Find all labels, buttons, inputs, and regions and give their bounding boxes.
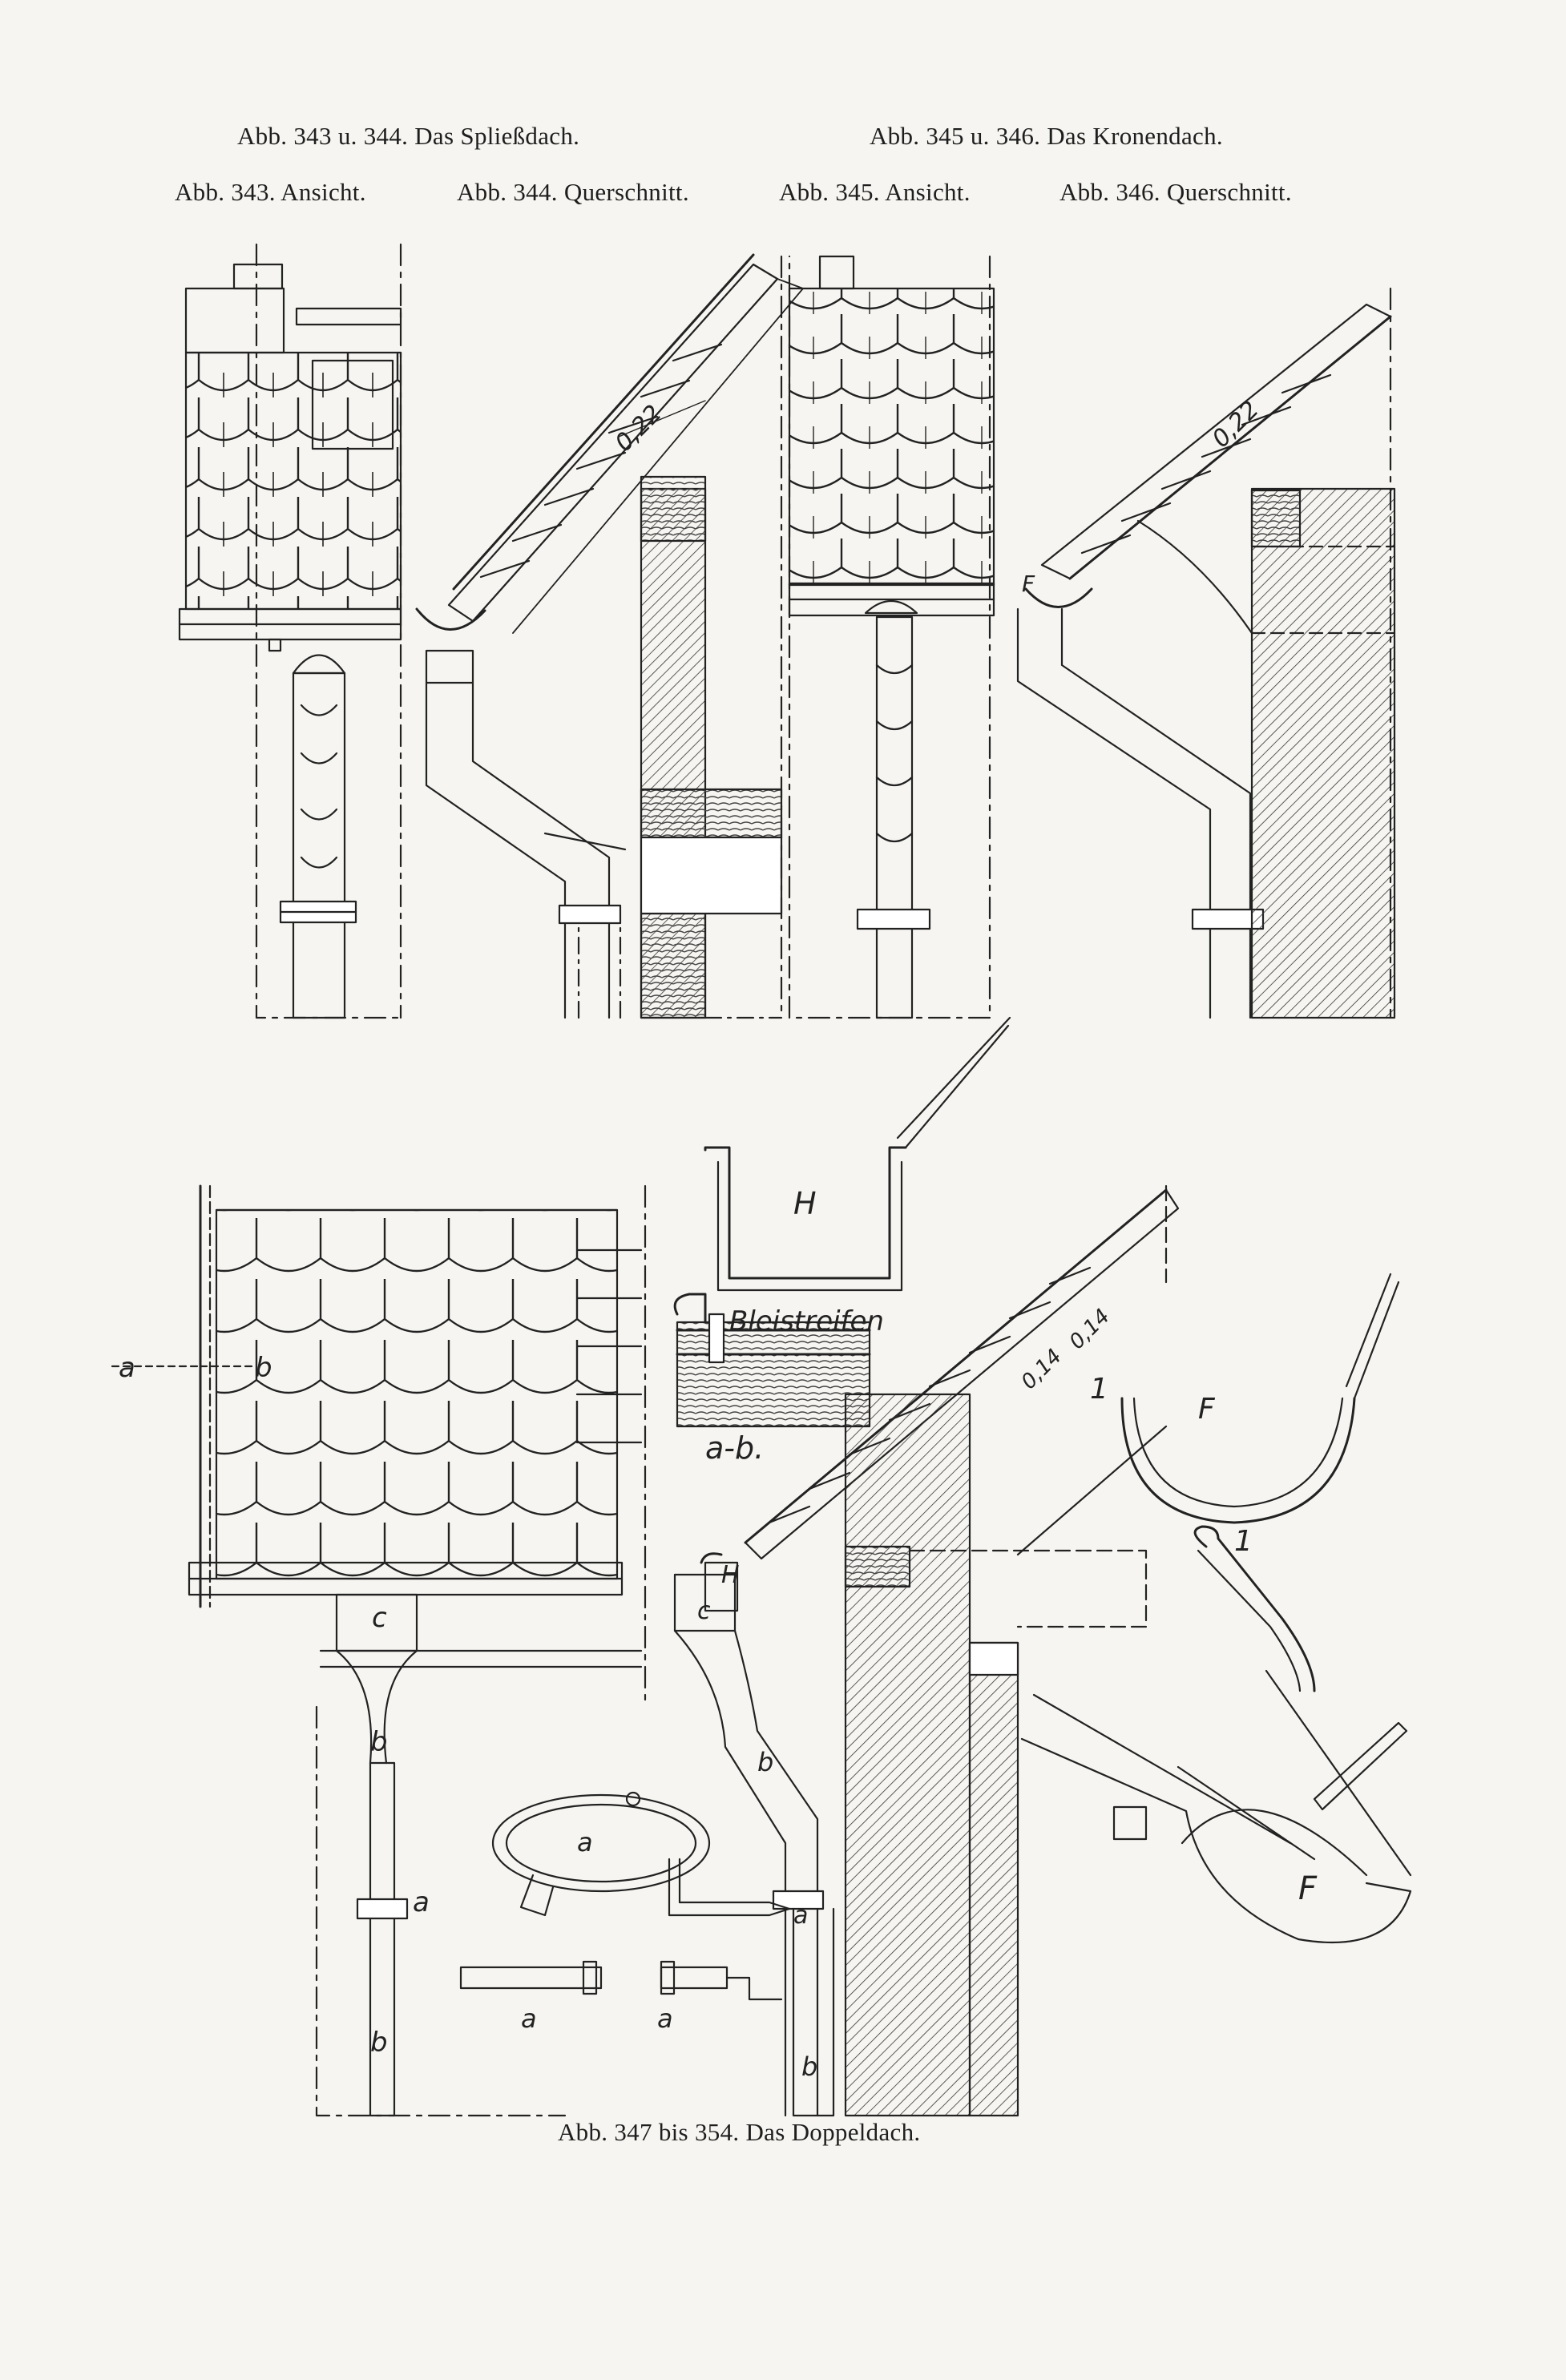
detail-clamp-parts [459,1960,783,2001]
label-b-view-1: b [370,1726,388,1758]
label-1-hook: 1 [1234,1525,1253,1558]
detail-h-gutter [704,1016,1011,1292]
label-f-perspective: F [1298,1870,1318,1907]
label-a-left: a [119,1352,135,1384]
caption-fig345: Abb. 345. Ansicht. [779,178,971,206]
caption-fig343: Abb. 343. Ansicht. [175,178,366,206]
detail-bleistreifen [673,1293,871,1428]
detail-1-hook [1193,1525,1316,1692]
caption-group-kronendach: Abb. 345 u. 346. Das Kronendach. [870,122,1223,150]
label-b-section-2: b [801,2051,817,2082]
fig346-section [1016,287,1396,1019]
label-c-section: c [697,1597,711,1625]
detail-bracket-ring [491,1791,791,1917]
dim-014-second: 0,14 [1065,1305,1115,1354]
detail-f-gutter-perspective [1020,1669,1412,1944]
label-c-view: c [372,1602,387,1634]
label-b-section-1: b [757,1747,773,1777]
label-a-ring: a [577,1827,593,1858]
label-a-view: a [413,1886,430,1918]
label-b-view-2: b [370,2027,388,2059]
fig345-view [788,255,995,1019]
label-a-clamp-1: a [521,2003,537,2034]
label-h-section: H [721,1561,740,1589]
caption-fig344: Abb. 344. Querschnitt. [457,178,689,206]
fig343-view [178,243,402,1019]
fig-doppeldach-section [673,1184,1180,2117]
label-bleistreifen: Bleistreifen [729,1305,884,1337]
label-a-clamp-2: a [657,2003,673,2034]
caption-bottom: Abb. 347 bis 354. Das Doppeldach. [558,2118,921,2146]
label-b-left: b [255,1352,272,1384]
label-a-section: a [793,1902,808,1930]
label-f-top: F [1198,1393,1216,1426]
fig347-view [111,1184,647,2117]
dim-022-spliessdach: 0,22 [610,400,668,458]
dim-014-first: 0,14 [1017,1345,1067,1394]
fig344-section [415,253,804,1019]
label-h-gutter: H [793,1186,817,1221]
label-ab-section: a-b. [705,1430,764,1466]
label-f-kronendach: F [1022,571,1035,597]
label-1-top: 1 [1090,1373,1108,1406]
detail-f-gutter-section [1120,1273,1400,1524]
caption-fig346: Abb. 346. Querschnitt. [1059,178,1292,206]
caption-group-spliessdach: Abb. 343 u. 344. Das Spließdach. [237,122,580,150]
